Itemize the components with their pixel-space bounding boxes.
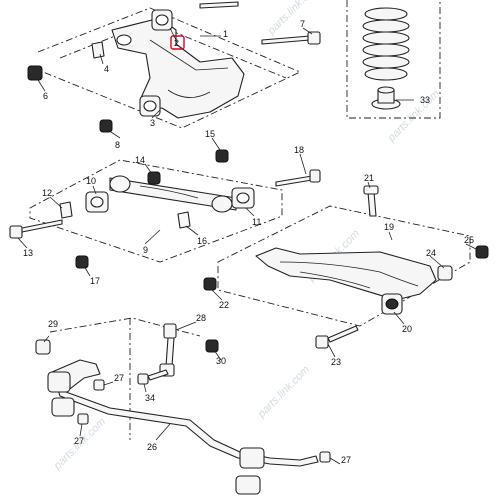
stabilizer-bushing-left: [47, 371, 75, 417]
cam-plate-12: [59, 201, 73, 219]
toe-link: [109, 175, 237, 213]
callout-12: 12: [42, 188, 52, 198]
spring-box-outline: [346, 0, 441, 119]
toe-link-group-outline: [29, 159, 283, 263]
cam-plate-4: [91, 41, 105, 59]
callout-13: 13: [23, 248, 33, 258]
nut-14: [147, 171, 161, 185]
callout-2-highlight: [170, 35, 185, 50]
callout-27-right: 27: [341, 455, 351, 465]
nut-17: [75, 255, 89, 269]
callout-1: 1: [223, 29, 228, 39]
callout-3: 3: [150, 118, 155, 128]
leader-lines: [17, 27, 479, 465]
toe-link-bushing-10: [85, 191, 109, 213]
callout-26: 26: [147, 442, 157, 452]
nut-25: [475, 245, 489, 259]
nut-6: [27, 65, 43, 81]
bolt-27b: [77, 413, 89, 425]
stabilizer-bushing-right: [235, 447, 265, 495]
lower-arm-group-outline: [217, 205, 471, 327]
callout-22: 22: [219, 300, 229, 310]
callout-24: 24: [426, 248, 436, 258]
coil-spring: [362, 7, 410, 81]
nut-22: [203, 277, 217, 291]
callout-30: 30: [216, 356, 226, 366]
callout-27-lower: 27: [74, 436, 84, 446]
nut-30: [205, 339, 219, 353]
toe-link-bushing-11: [231, 187, 255, 209]
stabilizer-link-28: [159, 323, 177, 377]
watermark: parts.link.com: [255, 364, 312, 421]
bolt-21: [363, 185, 379, 217]
callout-28: 28: [196, 313, 206, 323]
stabilizer-group-outline: [49, 317, 201, 337]
upper-arm-bushing-2: [151, 9, 185, 50]
nut-8: [99, 119, 113, 133]
callout-2: 2: [174, 38, 179, 48]
upper-arm-group-outline: [37, 7, 302, 129]
bolt-34: [137, 369, 169, 385]
callout-7: 7: [300, 19, 305, 29]
callout-14: 14: [135, 155, 145, 165]
bolt-7: [261, 31, 321, 45]
callout-11: 11: [252, 217, 261, 227]
callout-labels: 1 2 3 4 6 7 8 9 10 11 12 13 14 15 16 17 …: [23, 19, 474, 465]
bolt-18: [275, 169, 321, 187]
callout-17: 17: [90, 276, 100, 286]
callout-19: 19: [384, 222, 394, 232]
cam-plate-16: [177, 211, 191, 229]
bolt-27c: [319, 451, 331, 463]
callout-20: 20: [402, 324, 412, 334]
callout-18: 18: [294, 145, 304, 155]
callout-4: 4: [104, 64, 109, 74]
callout-33: 33: [420, 95, 430, 105]
callout-21: 21: [364, 173, 374, 183]
callout-27-upper: 27: [114, 373, 124, 383]
callout-16: 16: [197, 236, 207, 246]
nut-15: [215, 149, 229, 163]
lower-arm-bushing-20: [381, 293, 403, 315]
callout-10: 10: [86, 176, 96, 186]
callout-6: 6: [43, 91, 48, 101]
callout-23: 23: [331, 357, 341, 367]
callout-8: 8: [115, 140, 120, 150]
bolt-23: [315, 325, 359, 349]
bolt-13: [9, 219, 63, 239]
stabilizer-bar: [51, 359, 319, 467]
callout-15: 15: [205, 129, 215, 139]
callout-9: 9: [143, 245, 148, 255]
lower-arm-bushing-24: [437, 265, 453, 281]
nut-29: [35, 339, 51, 355]
upper-arm-bushing-3: [139, 95, 161, 117]
callout-25: 25: [464, 235, 474, 245]
callout-34: 34: [145, 393, 155, 403]
bolt-top: [199, 1, 239, 9]
spring-isolator: [371, 86, 401, 110]
lower-control-arm: [255, 247, 437, 301]
bolt-27a: [93, 379, 105, 391]
callout-29: 29: [48, 319, 58, 329]
